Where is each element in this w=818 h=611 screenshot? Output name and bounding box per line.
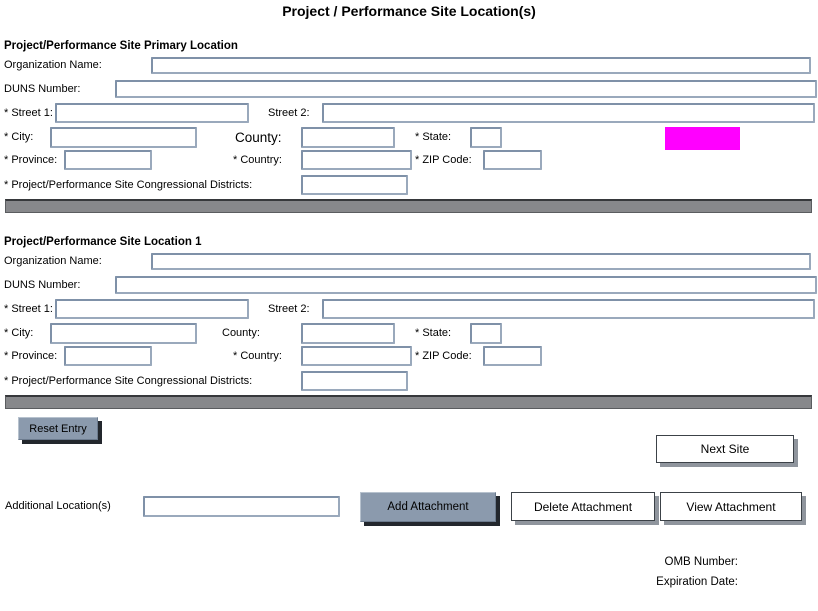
county-label: County: (235, 130, 282, 145)
street2-input-1[interactable] (322, 299, 815, 319)
state-input-primary[interactable] (470, 127, 502, 148)
organization-name-label: Organization Name: (4, 59, 102, 71)
delete-attachment-button[interactable]: Delete Attachment (511, 492, 655, 521)
page-title: Project / Performance Site Location(s) (282, 3, 536, 19)
county-input-primary[interactable] (301, 127, 395, 148)
province-label: * Province: (4, 154, 58, 166)
section-divider-bar (5, 199, 812, 213)
state-label: * State: (415, 131, 452, 143)
section-heading-location-1: Project/Performance Site Location 1 (4, 236, 202, 248)
add-attachment-button[interactable]: Add Attachment (360, 492, 496, 522)
organization-name-label: Organization Name: (4, 255, 102, 267)
section-heading-primary: Project/Performance Site Primary Locatio… (4, 40, 238, 52)
congressional-districts-input-1[interactable] (301, 371, 408, 391)
city-input-1[interactable] (50, 323, 197, 344)
county-label: County: (222, 327, 260, 339)
state-input-1[interactable] (470, 323, 502, 344)
street1-label: * Street 1: (4, 303, 53, 315)
congressional-districts-label: * Project/Performance Site Congressional… (4, 179, 253, 191)
country-input-1[interactable] (301, 346, 412, 366)
province-label: * Province: (4, 350, 58, 362)
duns-number-input-primary[interactable] (115, 80, 817, 98)
city-input-primary[interactable] (50, 127, 197, 148)
zip-code-label: * ZIP Code: (415, 154, 472, 166)
next-site-button[interactable]: Next Site (656, 435, 794, 463)
congressional-districts-label: * Project/Performance Site Congressional… (4, 375, 253, 387)
zip-code-label: * ZIP Code: (415, 350, 472, 362)
additional-locations-label: Additional Location(s) (5, 500, 111, 512)
congressional-districts-input-primary[interactable] (301, 175, 408, 195)
section-divider-bar (5, 395, 812, 409)
duns-number-label: DUNS Number: (4, 279, 81, 291)
view-attachment-button[interactable]: View Attachment (660, 492, 802, 521)
street1-input-primary[interactable] (55, 103, 249, 123)
zip-code-input-1[interactable] (483, 346, 542, 366)
location-1-section: Project/Performance Site Location 1 Orga… (0, 236, 818, 411)
duns-number-label: DUNS Number: (4, 83, 81, 95)
organization-name-input-primary[interactable] (151, 57, 811, 74)
state-label: * State: (415, 327, 452, 339)
expiration-date-label: Expiration Date: (656, 576, 738, 588)
street2-label: Street 2: (268, 303, 310, 315)
country-label: * Country: (233, 350, 282, 362)
province-input-1[interactable] (64, 346, 152, 366)
duns-number-input-1[interactable] (115, 276, 817, 294)
street2-label: Street 2: (268, 107, 310, 119)
country-input-primary[interactable] (301, 150, 412, 170)
street1-label: * Street 1: (4, 107, 53, 119)
additional-locations-input[interactable] (143, 496, 340, 517)
city-label: * City: (4, 327, 34, 339)
reset-entry-button[interactable]: Reset Entry (18, 417, 98, 440)
street2-input-primary[interactable] (322, 103, 815, 123)
magenta-highlight-overlay (665, 127, 740, 150)
county-input-1[interactable] (301, 323, 395, 344)
city-label: * City: (4, 131, 34, 143)
omb-number-label: OMB Number: (664, 556, 739, 568)
country-label: * Country: (233, 154, 282, 166)
zip-code-input-primary[interactable] (483, 150, 542, 170)
organization-name-input-1[interactable] (151, 253, 811, 270)
street1-input-1[interactable] (55, 299, 249, 319)
province-input-primary[interactable] (64, 150, 152, 170)
primary-location-section: Project/Performance Site Primary Locatio… (0, 40, 818, 215)
